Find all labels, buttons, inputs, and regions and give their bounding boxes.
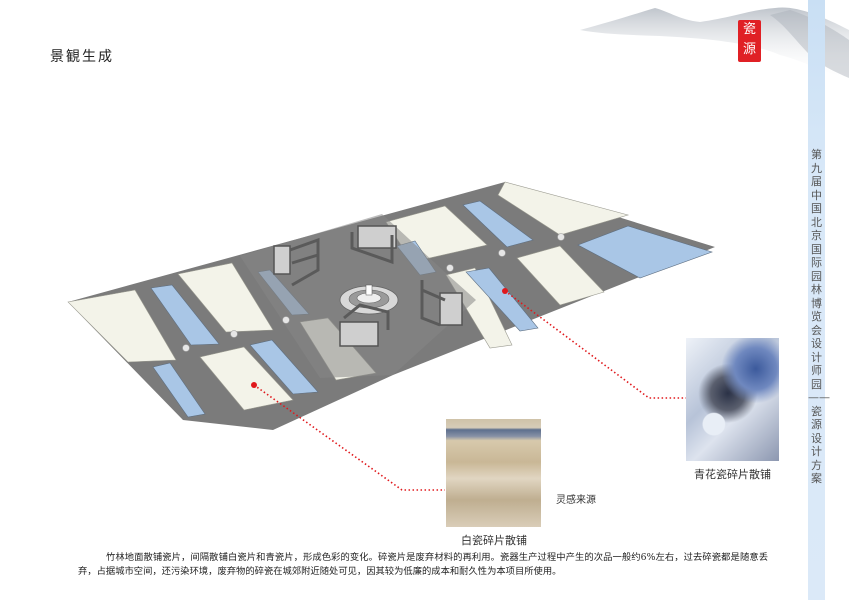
red-seal-stamp: 瓷 源 — [738, 20, 761, 62]
screen-1 — [273, 237, 320, 287]
seal-char-2: 源 — [742, 42, 756, 57]
page-title: 景観生成 — [50, 49, 114, 65]
lamp-icon — [182, 344, 190, 352]
screen-2 — [350, 225, 397, 265]
water-pools — [150, 200, 713, 418]
lamp-icon — [498, 249, 506, 257]
blue-porcelain-caption: 青花瓷碎片散铺 — [694, 468, 771, 481]
callout-white-leader — [251, 382, 445, 491]
lattice-screens — [273, 225, 463, 347]
description-paragraph: 竹林地面散铺瓷片，间隔散铺白瓷片和青瓷片，形成色彩的变化。碎瓷片是废弃材料的再利… — [78, 552, 768, 577]
seal-char-1: 瓷 — [742, 22, 756, 37]
lamp-posts — [182, 233, 565, 352]
inspiration-label: 灵感来源 — [556, 495, 596, 506]
side-title-band — [808, 0, 825, 600]
lamp-icon — [446, 264, 454, 272]
screen-3 — [339, 303, 390, 347]
vertical-project-title: 第九届中国北京国际园林博览会设计师园——瓷源设计方案 — [808, 148, 830, 485]
lamp-icon — [557, 233, 565, 241]
white-porcelain-shards-photo — [446, 419, 541, 527]
lamp-icon — [282, 316, 290, 324]
white-porcelain-caption: 白瓷碎片散铺 — [461, 534, 527, 547]
blue-white-porcelain-shards-photo — [686, 338, 779, 461]
lamp-icon — [230, 330, 238, 338]
screen-4 — [420, 280, 463, 327]
callout-blue-leader — [502, 288, 686, 399]
